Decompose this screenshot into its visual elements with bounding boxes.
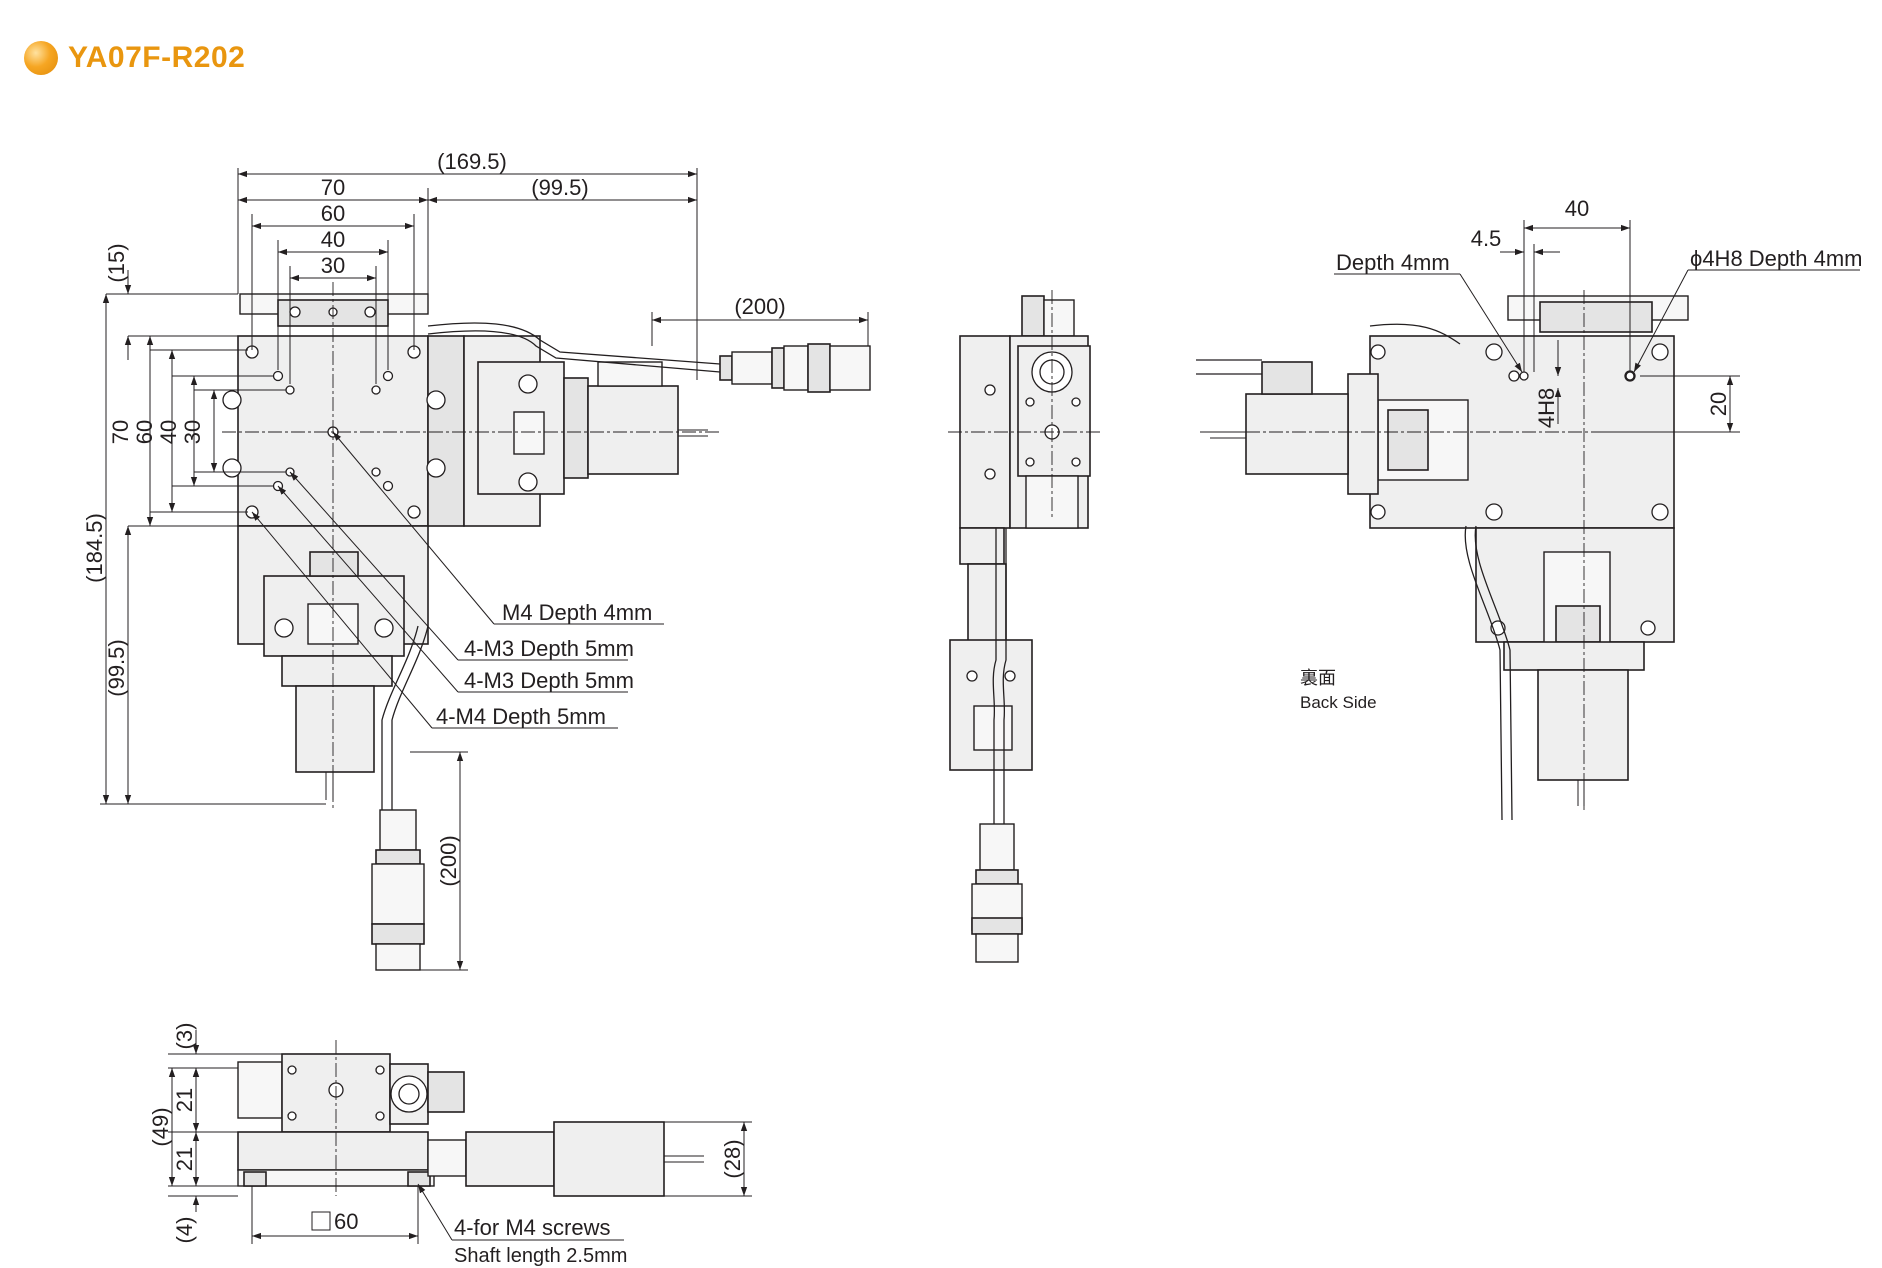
- back-label-en: Back Side: [1300, 693, 1377, 712]
- callout-4m4-depth5: 4-M4 Depth 5mm: [436, 704, 606, 729]
- dim-top-overall: (169.5): [437, 149, 507, 174]
- dim-left-184: (184.5): [82, 513, 107, 583]
- dim-left-15: (15): [104, 243, 129, 282]
- dim-left-30: 30: [180, 420, 205, 444]
- middle-side-view: [948, 290, 1100, 963]
- back-dim-4h8: 4H8: [1534, 388, 1559, 428]
- dim-top-60: 60: [321, 201, 345, 226]
- orange-bullet-icon: [24, 41, 58, 75]
- front-dimensions: (169.5) 70 (99.5) 60 40 30 (200) (15) (1…: [82, 149, 869, 971]
- dim-left-70: 70: [108, 420, 133, 444]
- dim-left-60: 60: [132, 420, 157, 444]
- callout-4m3-b: 4-M3 Depth 5mm: [464, 668, 634, 693]
- front-view: [222, 282, 871, 971]
- side-dim-60: 60: [334, 1209, 358, 1234]
- back-label-jp: 裏面: [1300, 668, 1336, 688]
- dim-top-70: 70: [321, 175, 345, 200]
- back-dim-20: 20: [1706, 392, 1731, 416]
- square-symbol-icon: [311, 1211, 331, 1231]
- header: YA07F-R202: [24, 38, 245, 78]
- back-callout-phi4h8: ϕ4H8 Depth 4mm: [1690, 246, 1863, 271]
- side-dim-28: (28): [720, 1139, 745, 1178]
- back-dim-40: 40: [1565, 196, 1589, 221]
- side-note-shaft: Shaft length 2.5mm: [454, 1245, 627, 1267]
- back-dim-4.5: 4.5: [1471, 226, 1502, 251]
- dim-cable-200: (200): [734, 294, 785, 319]
- dim-left-40: 40: [156, 420, 181, 444]
- side-dim-21b: 21: [172, 1147, 197, 1171]
- dim-top-30: 30: [321, 253, 345, 278]
- callout-4m3-a: 4-M3 Depth 5mm: [464, 636, 634, 661]
- back-callout-depth4: Depth 4mm: [1336, 250, 1450, 275]
- bottom-side-view: [237, 1040, 704, 1197]
- bottom-dimensions: (3) (49) 21 21 (4) (28) 60 4-for M4 scre…: [148, 1023, 752, 1267]
- dim-top-40: 40: [321, 227, 345, 252]
- side-dim-3: (3): [172, 1023, 197, 1050]
- dim-left-99: (99.5): [104, 639, 129, 696]
- back-view: [1196, 290, 1690, 821]
- back-dimensions: 40 4.5 20 4H8 Depth 4mm ϕ4H8 Depth 4mm 裏…: [1300, 196, 1863, 712]
- page-title: YA07F-R202: [68, 41, 246, 74]
- dim-bottom-cable-200: (200): [436, 835, 461, 886]
- callout-m4-depth4: M4 Depth 4mm: [502, 600, 652, 625]
- side-dim-21a: 21: [172, 1088, 197, 1112]
- dim-top-99: (99.5): [531, 175, 588, 200]
- side-dim-4: (4): [172, 1217, 197, 1244]
- side-dim-49: (49): [148, 1107, 173, 1146]
- side-note-m4-screws: 4-for M4 screws: [454, 1215, 610, 1240]
